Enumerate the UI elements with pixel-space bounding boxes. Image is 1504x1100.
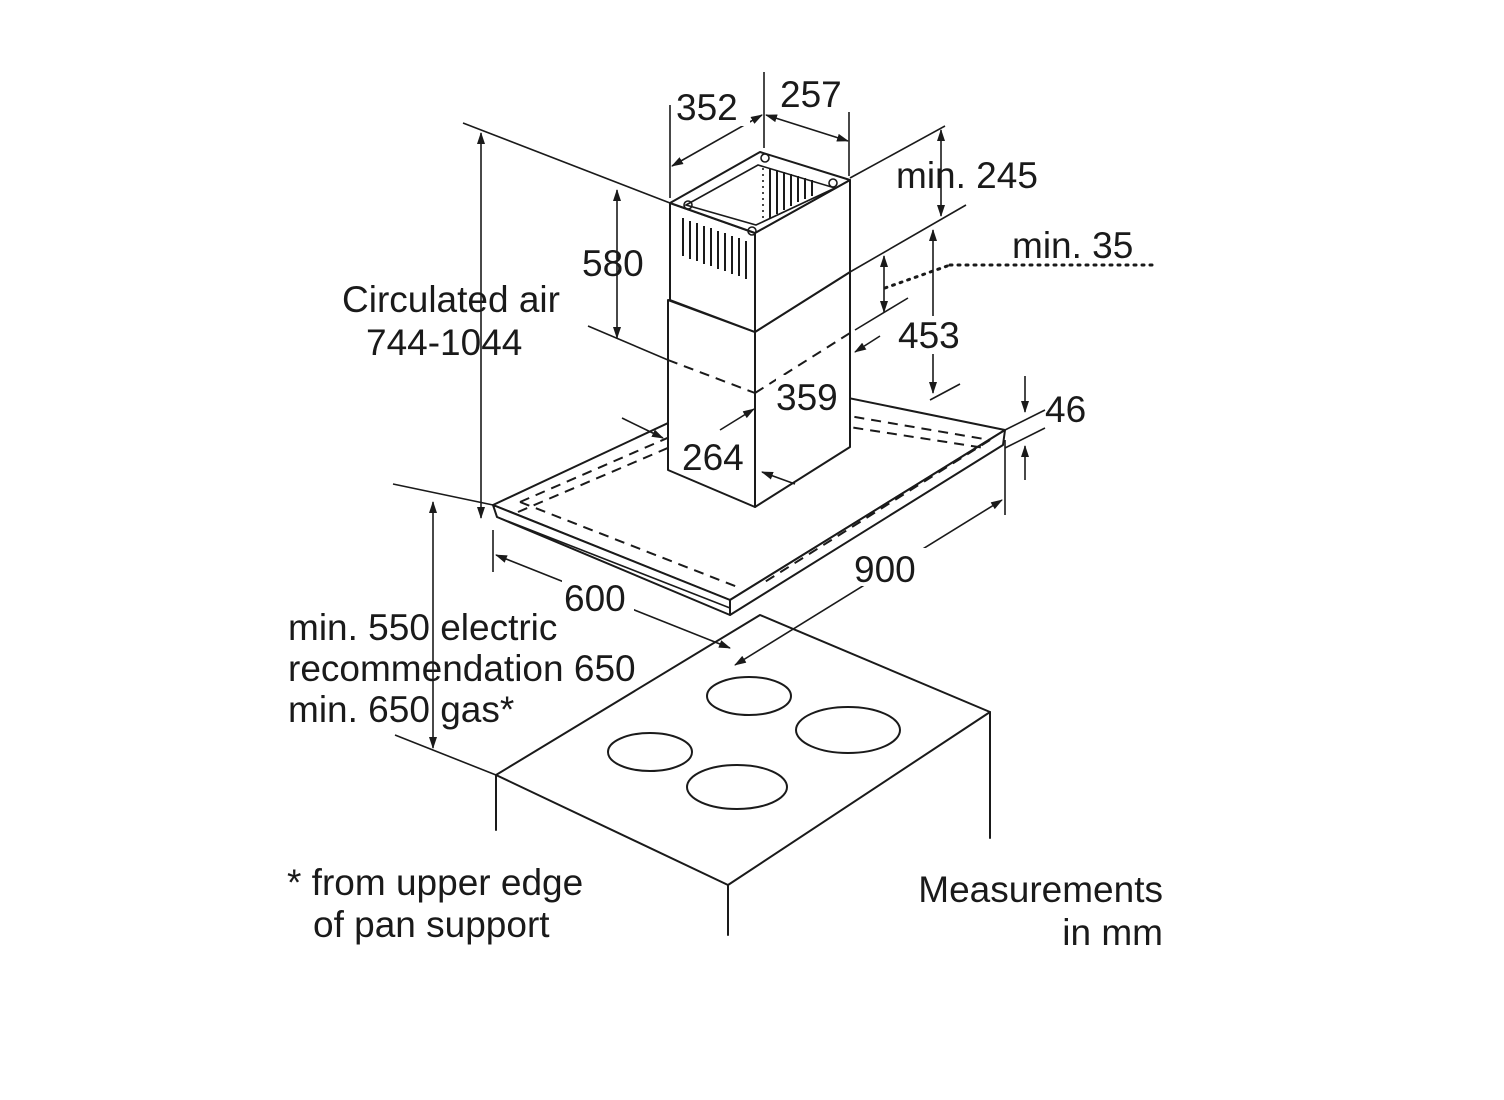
units-note-line-2: in mm [1062,912,1163,953]
circulated-air-label: Circulated air [342,279,560,320]
dim-359-label: 359 [776,377,838,418]
dim-264-label: 264 [682,437,744,478]
burner-back [706,676,792,716]
burner-right [795,706,901,754]
dim-min35-label: min. 35 [1012,225,1133,266]
dim-257-label: 257 [780,74,842,115]
circulated-air-range: 744-1044 [366,322,522,363]
dim-900-label: 900 [854,549,916,590]
units-note-line-1: Measurements [918,869,1163,910]
burner-front [686,764,788,810]
labels: 352 257 min. 245 min. 35 580 Circulated … [287,74,1163,953]
vent-slats-front [682,218,747,279]
dim-600-label: 600 [564,578,626,619]
cooktop [495,614,991,936]
burner-left [607,732,693,772]
clearance-electric: min. 550 electric [288,607,557,648]
dim-min245-label: min. 245 [896,155,1038,196]
footnote-line-1: * from upper edge [287,862,583,903]
dim-352-label: 352 [676,87,738,128]
dim-46-label: 46 [1045,389,1086,430]
dim-580-label: 580 [582,243,644,284]
footnote-line-2: of pan support [313,904,550,945]
clearance-gas: min. 650 gas* [288,689,514,730]
vent-slats-back [762,168,813,222]
dim-453-label: 453 [898,315,960,356]
extension-lines [392,72,1157,776]
clearance-recommendation: recommendation 650 [288,648,636,689]
